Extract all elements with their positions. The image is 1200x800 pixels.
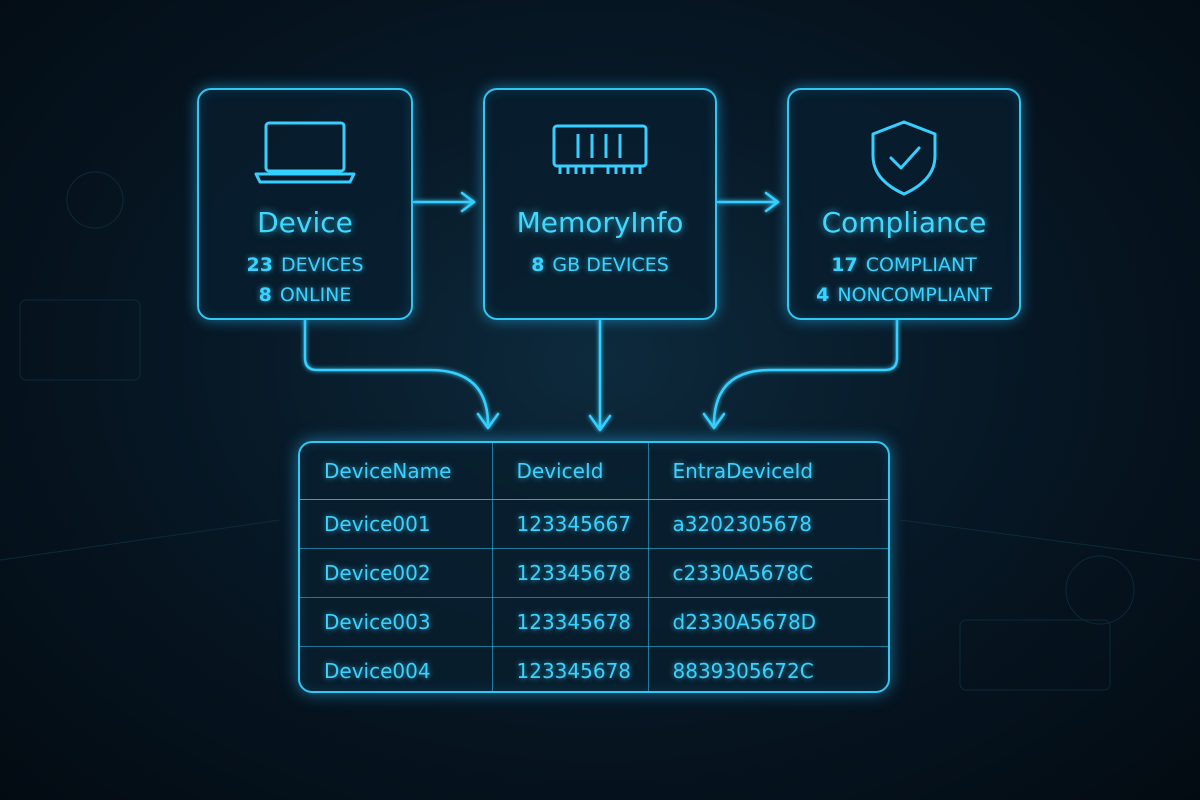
table-cell: 123345678 (492, 597, 649, 647)
arrow-compliance-to-table (702, 318, 899, 430)
column-header: DeviceId (492, 443, 649, 500)
laptop-icon (254, 121, 356, 184)
table-header-row: DeviceName DeviceId EntraDeviceId (300, 443, 888, 500)
arrow-device-to-table (303, 318, 500, 430)
table-row: Device003 123345678 d2330A5678D (300, 597, 888, 647)
table-cell: Device004 (300, 646, 493, 691)
node-title: Device (257, 206, 353, 239)
table-cell: 123345678 (492, 548, 649, 598)
table-cell: c2330A5678C (648, 548, 888, 598)
table-cell: 123345678 (492, 646, 649, 691)
arrow-memory-to-compliance (716, 191, 780, 213)
table-cell: 8839305672C (672, 658, 814, 683)
column-header: EntraDeviceId (648, 443, 888, 500)
table-cell: Device001 (300, 499, 493, 549)
device-table: DeviceName DeviceId EntraDeviceId Device… (298, 441, 890, 693)
arrow-memory-to-table (588, 318, 612, 432)
table-cell: a3202305678 (648, 499, 888, 549)
node-title: MemoryInfo (516, 206, 684, 239)
table-row: Device002 123345678 c2330A5678C (300, 548, 888, 598)
table-cell: 123345667 (492, 499, 649, 549)
node-title: Compliance (821, 206, 987, 239)
table-cell: Device002 (300, 548, 493, 598)
table-cell: d2330A5678D (648, 597, 888, 647)
memory-chip-icon (552, 124, 648, 174)
column-header: DeviceName (300, 443, 493, 500)
table-cell: Device003 (300, 597, 493, 647)
table-row: Device004 123345678 8839305672C (300, 646, 888, 691)
table-row: Device001 123345667 a3202305678 (300, 499, 888, 549)
shield-check-icon (871, 120, 937, 196)
arrow-device-to-memory (412, 191, 476, 213)
